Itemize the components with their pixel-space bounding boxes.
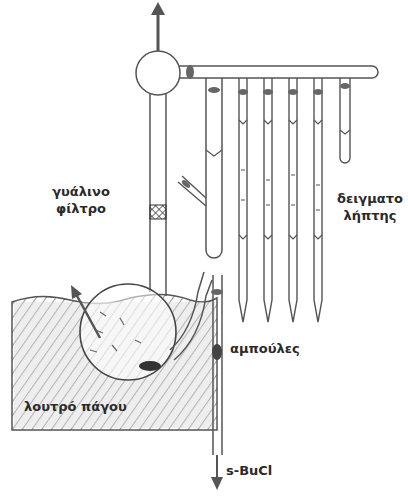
- glass-bulb: [136, 51, 180, 95]
- graduation: [241, 170, 320, 210]
- stopcock: [186, 65, 194, 79]
- stopcock: [263, 89, 273, 95]
- glass-tube: [165, 94, 167, 296]
- stopcock: [313, 89, 323, 95]
- ampoule: [264, 78, 272, 322]
- part-label: s-BuCl: [226, 462, 306, 479]
- ampoule: [289, 78, 297, 322]
- part-label: γυάλινο φίλτρο: [40, 183, 122, 217]
- feed-arrow: [216, 455, 218, 478]
- manifold-tube: [179, 66, 378, 78]
- constriction: [239, 235, 322, 239]
- constriction: [206, 150, 222, 156]
- side-arm: [170, 272, 204, 350]
- round-flask: [80, 284, 176, 380]
- glass-filter: [150, 205, 166, 219]
- stir-bar: [139, 361, 161, 371]
- part-label: αμπούλες: [230, 340, 320, 357]
- side-arm: [178, 176, 206, 206]
- part-label: λουτρό πάγου: [24, 398, 174, 415]
- stopcock: [212, 344, 222, 360]
- inlet-arrow: [76, 294, 100, 338]
- ampoule: [314, 78, 322, 322]
- arrow-head: [211, 477, 223, 490]
- feed-tube: [221, 275, 223, 455]
- stopcock: [181, 179, 192, 189]
- side-arm: [174, 280, 212, 360]
- ampoule-set: [238, 78, 323, 322]
- arrow-head: [71, 285, 82, 299]
- stopcock: [211, 289, 223, 295]
- stopcock: [288, 89, 298, 95]
- constriction: [340, 130, 350, 134]
- ampoule: [206, 78, 222, 258]
- part-label: δειγματο λήπτης: [332, 190, 408, 224]
- constriction: [239, 120, 322, 124]
- vacuum-arrow: [157, 12, 160, 52]
- stopcock: [208, 87, 220, 93]
- sampler-tube: [340, 78, 350, 163]
- feed-tube: [212, 275, 214, 455]
- stopcock: [340, 83, 350, 89]
- stopcock: [238, 89, 248, 95]
- glass-tube: [149, 94, 151, 292]
- arrow-head: [151, 2, 165, 15]
